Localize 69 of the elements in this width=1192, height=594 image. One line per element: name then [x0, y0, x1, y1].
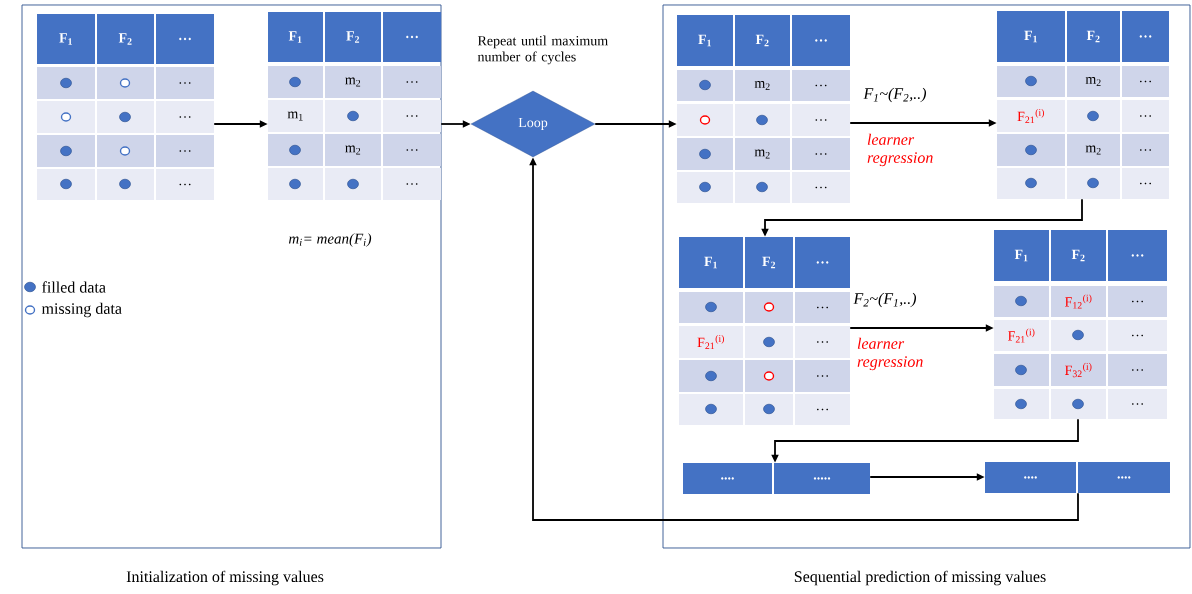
table-cell: … — [383, 168, 441, 200]
header-cell: F$_{1}$ — [994, 230, 1049, 281]
header-cell: … — [1108, 230, 1167, 281]
header-cell: ..... — [774, 463, 870, 494]
table-cell: … — [1122, 134, 1169, 166]
header-cell: F$_{2}$ — [745, 237, 793, 288]
table-cell: … — [383, 100, 441, 132]
header-cell: … — [795, 237, 850, 288]
table-cell: … — [1108, 320, 1167, 351]
header-cell: F$_{1}$ — [677, 15, 733, 66]
panel-caption: Sequential prediction of missing values — [794, 570, 1046, 586]
header-cell: F$_{2}$ — [735, 15, 790, 66]
table-cell: … — [1122, 168, 1169, 199]
header-cell: … — [156, 14, 214, 64]
table-cell: … — [156, 135, 214, 167]
table-cell: … — [795, 394, 850, 425]
table-cell: F$_{21}$(i) — [994, 320, 1049, 351]
table-cell: m$_{2}$ — [1067, 134, 1120, 166]
table-cell: … — [795, 292, 850, 323]
method-label: learner regression — [857, 337, 923, 371]
edge-label: F$_{2}$~(F$_{1}$,..) — [852, 291, 918, 309]
table-cell: … — [1108, 389, 1167, 419]
legend-item: missing data — [24, 302, 122, 318]
header-cell: … — [792, 15, 850, 66]
method-label: learner regression — [867, 133, 933, 167]
table-cell: … — [156, 169, 214, 200]
loop-note: Repeat until maximum number of cycles — [477, 35, 608, 65]
edge-label: F$_{1}$~(F$_{2}$,..) — [862, 86, 928, 104]
table-cell: … — [1108, 286, 1167, 317]
table-cell: … — [795, 360, 850, 392]
table-cell: F$_{32}$(i) — [1051, 354, 1106, 386]
table-cell: … — [1108, 354, 1167, 386]
table-cell: … — [383, 66, 441, 98]
table-cell: m$_{2}$ — [325, 134, 381, 166]
header-cell: .... — [683, 463, 772, 494]
table-cell: … — [792, 70, 850, 101]
table-cell: m$_{2}$ — [1067, 66, 1120, 97]
formula-text: m$_{i}$= mean(F$_{i}$) — [288, 233, 372, 247]
header-cell: .... — [1078, 462, 1170, 493]
table-cell: … — [383, 134, 441, 166]
table-cell: … — [156, 67, 214, 99]
legend-item: filled data — [24, 281, 106, 293]
table-cell: F$_{12}$(i) — [1051, 286, 1106, 317]
table-cell: m$_{2}$ — [325, 66, 381, 98]
table-cell: F$_{21}$(i) — [679, 326, 743, 358]
header-cell: F$_{1}$ — [37, 14, 95, 64]
table-cell: m$_{2}$ — [735, 138, 790, 170]
header-cell: F$_{2}$ — [1067, 11, 1120, 62]
header-cell: F$_{1}$ — [997, 11, 1065, 62]
table-cell: … — [792, 172, 850, 203]
node-label: ..... — [813, 477, 831, 480]
table-cell: … — [792, 104, 850, 136]
header-cell: F$_{2}$ — [1051, 230, 1106, 281]
table-cell: m$_{2}$ — [735, 70, 790, 101]
table-cell: m$_{1}$ — [268, 100, 323, 132]
header-cell: … — [1122, 11, 1169, 62]
header-cell: F$_{2}$ — [325, 12, 381, 62]
header-cell: F$_{2}$ — [97, 14, 154, 64]
table-cell: … — [1122, 100, 1169, 132]
table-cell: … — [795, 326, 850, 358]
header-cell: F$_{1}$ — [679, 237, 743, 288]
table-cell: … — [156, 101, 214, 133]
header-cell: .... — [985, 462, 1076, 493]
header-cell: F$_{1}$ — [268, 12, 323, 62]
panel-caption: Initialization of missing values — [126, 570, 324, 586]
table-cell: … — [792, 138, 850, 170]
table-cell: … — [1122, 66, 1169, 97]
table-cell: F$_{21}$(i) — [997, 100, 1065, 132]
header-cell: … — [383, 12, 441, 62]
